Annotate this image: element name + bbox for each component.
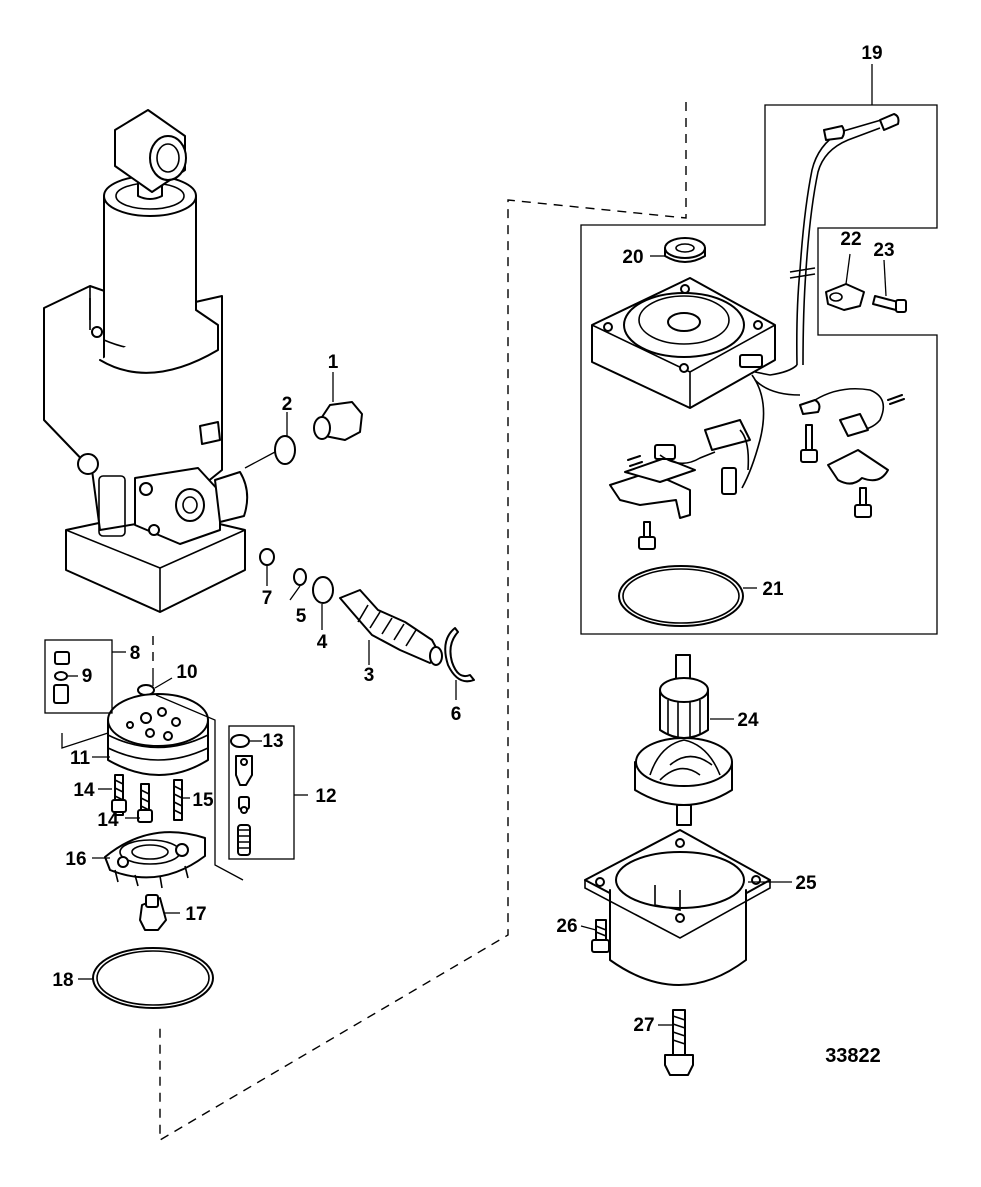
kit-box-12 <box>228 725 295 860</box>
callout-25: 25 <box>795 873 817 894</box>
callout-2: 2 <box>282 394 293 415</box>
callout-7: 7 <box>262 588 273 609</box>
brush-screw-b <box>854 487 872 518</box>
part-11-pump-body <box>107 693 209 776</box>
part-6-retaining-ring <box>444 627 475 683</box>
callout-5: 5 <box>296 606 307 627</box>
kit-box-8 <box>44 639 113 714</box>
part-18-o-ring <box>92 947 214 1009</box>
part-13-o-ring <box>230 734 250 748</box>
brush-holder-assembly <box>609 374 905 519</box>
dashed-boundary-line <box>159 102 687 1142</box>
callout-26: 26 <box>556 916 577 937</box>
part-15-screw <box>173 779 183 821</box>
callout-4: 4 <box>317 632 328 653</box>
part-5-o-ring <box>293 568 307 586</box>
part-12-relief-valve-kit <box>235 755 253 856</box>
callout-27: 27 <box>633 1015 654 1036</box>
part-26-screw <box>591 919 610 953</box>
part-17-coupler <box>139 894 167 931</box>
part-8-check-valve-kit <box>53 651 70 704</box>
callout-23: 23 <box>873 240 894 261</box>
callout-11: 11 <box>70 748 91 769</box>
callout-20: 20 <box>622 247 643 268</box>
callout-15: 15 <box>192 790 214 811</box>
callout-9: 9 <box>82 666 93 687</box>
kit-bracket-11 <box>61 694 244 881</box>
part-3-valve-spool <box>339 589 443 666</box>
callout-12: 12 <box>315 786 336 807</box>
cylinder-reservoir-assembly <box>43 109 249 613</box>
callout-8: 8 <box>130 643 141 664</box>
callout-13: 13 <box>262 731 283 752</box>
part-22-brush-clip <box>825 283 865 311</box>
leader-lines <box>68 64 887 1026</box>
callout-14b: 14 <box>97 810 119 831</box>
figure-number: 33822 <box>825 1045 881 1067</box>
callout-17: 17 <box>185 904 206 925</box>
part-7-washer <box>259 548 275 566</box>
part-27-screw <box>664 1009 694 1076</box>
part-20-bearing <box>664 237 706 263</box>
part-14-screw-a <box>111 774 127 816</box>
part-4-o-ring <box>312 576 334 604</box>
part-23-screw <box>872 295 907 313</box>
callout-18: 18 <box>52 970 73 991</box>
part-24-armature <box>634 654 733 826</box>
part-25-motor-frame <box>584 829 771 986</box>
part-2-o-ring <box>274 435 296 465</box>
callout-labels: 1 2 3 4 5 6 7 8 9 10 11 12 13 14 14 15 1… <box>52 43 894 1036</box>
callout-3: 3 <box>364 665 375 686</box>
callout-22: 22 <box>840 229 861 250</box>
brush-screw-c <box>638 521 656 550</box>
brush-screw-a <box>800 424 818 463</box>
kit-box-19 <box>580 104 938 635</box>
part-16-gear-housing <box>104 831 206 889</box>
callout-21: 21 <box>762 579 784 600</box>
part-21-o-ring <box>618 565 744 627</box>
end-frame-housing <box>591 277 776 409</box>
callout-19: 19 <box>861 43 882 64</box>
callout-6: 6 <box>451 704 462 725</box>
part-1-plug <box>313 401 363 441</box>
callout-16: 16 <box>65 849 86 870</box>
callout-10: 10 <box>176 662 197 683</box>
callout-24: 24 <box>737 710 759 731</box>
part-19-end-frame-wire-harness <box>754 113 900 376</box>
callout-1: 1 <box>328 352 339 373</box>
callout-14a: 14 <box>73 780 95 801</box>
part-14-screw-b <box>137 783 153 823</box>
